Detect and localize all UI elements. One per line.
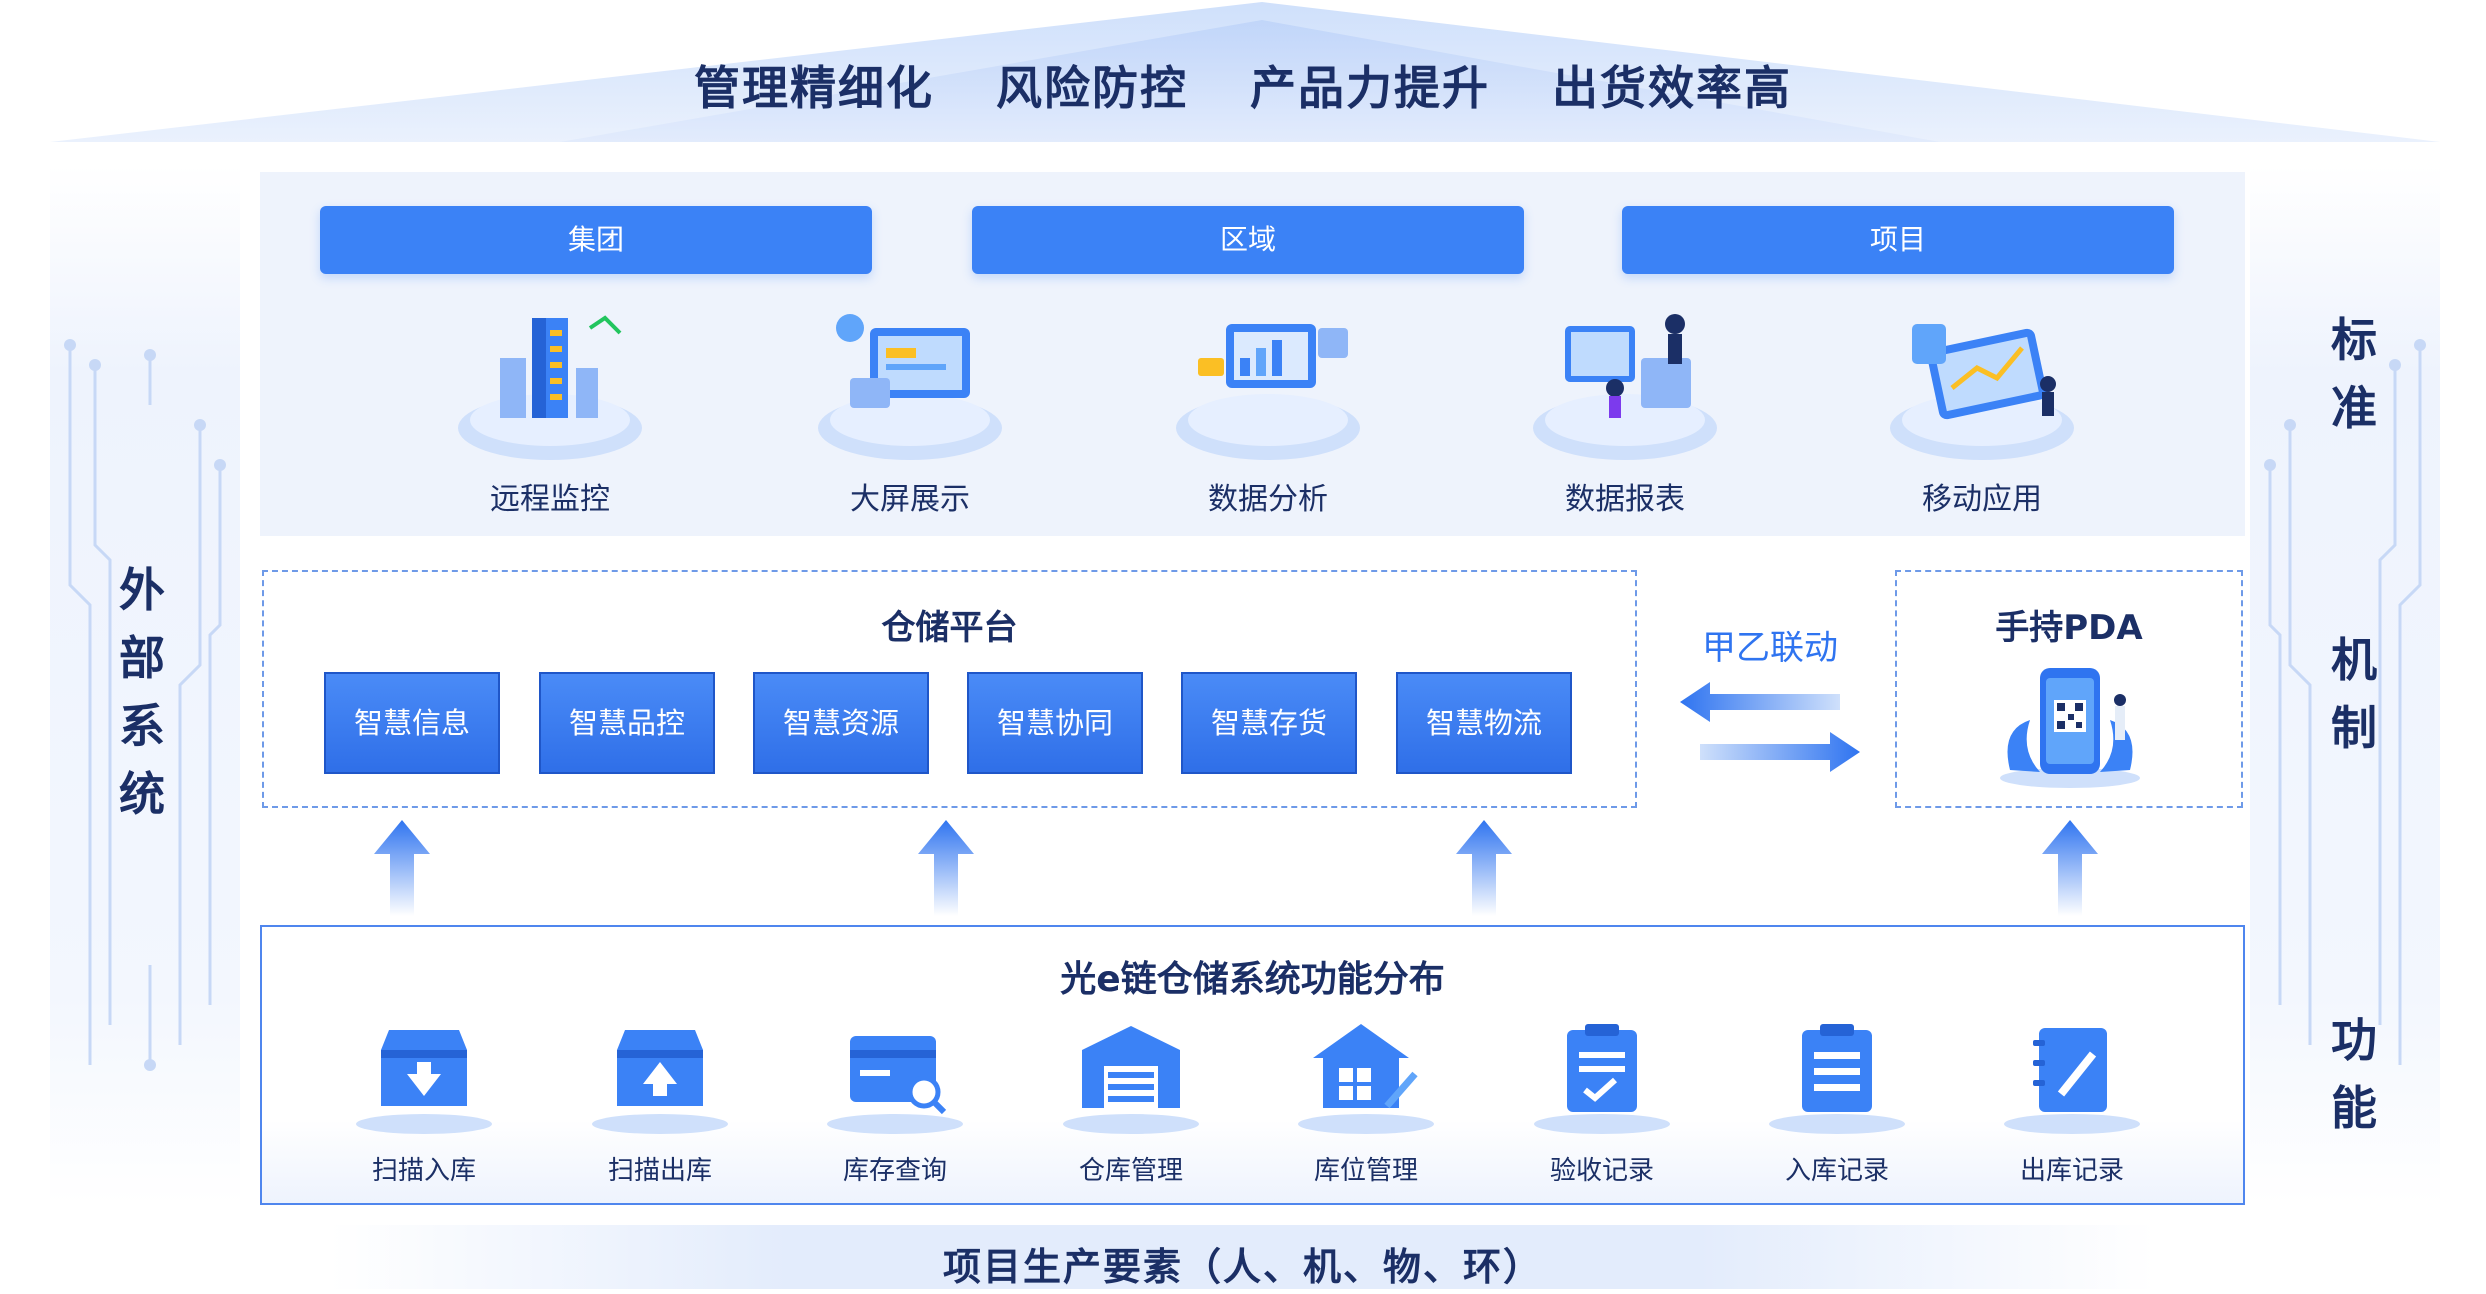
app-mobile: 移动应用: [1862, 288, 2102, 520]
function-title: 光e链仓储系统功能分布: [1060, 959, 1445, 1000]
app-label: 远程监控: [490, 482, 610, 517]
function-location-mgmt: 库位管理: [1266, 1010, 1466, 1190]
left-char-2: 部: [119, 631, 165, 685]
goal-2: 风险防控: [995, 61, 1188, 115]
big-screen-icon: [818, 314, 1002, 460]
app-data-analysis: 数据分析: [1148, 288, 1388, 520]
right-char-6: 能: [2331, 1081, 2377, 1135]
data-report-icon: [1533, 314, 1717, 460]
up-arrow-icon: [374, 820, 430, 916]
function-inbound-record: 入库记录: [1737, 1010, 1937, 1190]
app-data-report: 数据报表: [1505, 288, 1745, 520]
app-remote-monitor: 远程监控: [430, 288, 670, 520]
pda-title: 手持PDA: [1995, 608, 2143, 648]
base-text: 项目生产要素（人、机、物、环）: [942, 1245, 1543, 1289]
function-acceptance-record: 验收记录: [1502, 1010, 1702, 1190]
roof-goals: 管理精细化 风险防控 产品力提升 出货效率高: [0, 52, 2486, 118]
function-label: 库存查询: [842, 1156, 947, 1186]
function-label: 扫描入库: [371, 1156, 476, 1186]
left-char-3: 系: [119, 699, 165, 753]
up-arrow-icon: [1456, 820, 1512, 916]
app-label: 移动应用: [1922, 482, 2042, 517]
function-label: 验收记录: [1549, 1156, 1654, 1186]
house-edit-icon: [1298, 1024, 1434, 1134]
bidirectional-arrows-icon: [1680, 682, 1860, 772]
right-char-4: 制: [2331, 701, 2377, 755]
data-analysis-icon: [1176, 324, 1360, 460]
goal-4: 出货效率高: [1552, 61, 1793, 115]
platform-title: 仓储平台: [881, 608, 1018, 648]
app-label: 数据报表: [1565, 482, 1685, 517]
function-label: 出库记录: [2019, 1156, 2124, 1186]
level-group: 集团: [320, 206, 872, 274]
module-smart-collab: 智慧协同: [967, 672, 1143, 774]
function-warehouse-mgmt: 仓库管理: [1031, 1010, 1231, 1190]
circuit-pattern-left: [64, 339, 226, 1071]
module-smart-resource: 智慧资源: [753, 672, 929, 774]
warehouse-icon: [1063, 1026, 1199, 1134]
module-smart-logistics: 智慧物流: [1396, 672, 1572, 774]
right-char-2: 准: [2331, 381, 2377, 435]
roof-banner: [50, 2, 2440, 142]
right-char-1: 标: [2331, 313, 2377, 367]
left-pillar: [50, 165, 240, 1205]
linkage-label: 甲乙联动: [1702, 628, 1838, 668]
app-label: 大屏展示: [850, 482, 970, 517]
notebook-edit-icon: [2004, 1028, 2140, 1134]
right-label-mechanism: 机 制: [2324, 626, 2384, 762]
right-label-standard: 标 准: [2324, 306, 2384, 442]
circuit-pattern-right: [2264, 339, 2426, 1065]
goal-3: 产品力提升: [1250, 61, 1490, 115]
clipboard-check-icon: [1534, 1024, 1670, 1134]
function-label: 扫描出库: [607, 1156, 712, 1186]
function-label: 库位管理: [1313, 1156, 1418, 1186]
module-smart-quality: 智慧品控: [539, 672, 715, 774]
app-big-screen: 大屏展示: [790, 288, 1030, 520]
left-char-1: 外: [119, 563, 165, 617]
card-search-icon: [827, 1036, 963, 1134]
phone-qr-icon: [2000, 668, 2140, 788]
function-scan-in: 扫描入库: [324, 1010, 524, 1190]
building-monitor-icon: [458, 315, 642, 460]
left-label-external-system: 外 部 系 统: [112, 556, 172, 828]
module-smart-inventory: 智慧存货: [1181, 672, 1357, 774]
function-outbound-record: 出库记录: [1972, 1010, 2172, 1190]
right-char-3: 机: [2331, 633, 2377, 687]
left-char-4: 统: [119, 767, 165, 821]
function-stock-query: 库存查询: [795, 1010, 995, 1190]
goal-1: 管理精细化: [693, 61, 934, 115]
level-project: 项目: [1622, 206, 2174, 274]
function-distribution-box: [260, 925, 2245, 1205]
box-out-icon: [592, 1030, 728, 1134]
right-label-function: 功 能: [2324, 1006, 2384, 1142]
up-arrow-icon: [2042, 820, 2098, 916]
right-char-5: 功: [2331, 1013, 2377, 1067]
function-scan-out: 扫描出库: [560, 1010, 760, 1190]
app-label: 数据分析: [1208, 482, 1328, 517]
right-pillar: [2250, 165, 2440, 1205]
level-region: 区域: [972, 206, 1524, 274]
mobile-app-icon: [1890, 324, 2074, 460]
function-label: 仓库管理: [1078, 1156, 1183, 1186]
function-label: 入库记录: [1784, 1156, 1889, 1186]
up-arrow-icon: [918, 820, 974, 916]
box-in-icon: [356, 1030, 492, 1134]
base-band: [330, 1225, 2155, 1289]
module-smart-info: 智慧信息: [324, 672, 500, 774]
clipboard-list-icon: [1769, 1024, 1905, 1134]
